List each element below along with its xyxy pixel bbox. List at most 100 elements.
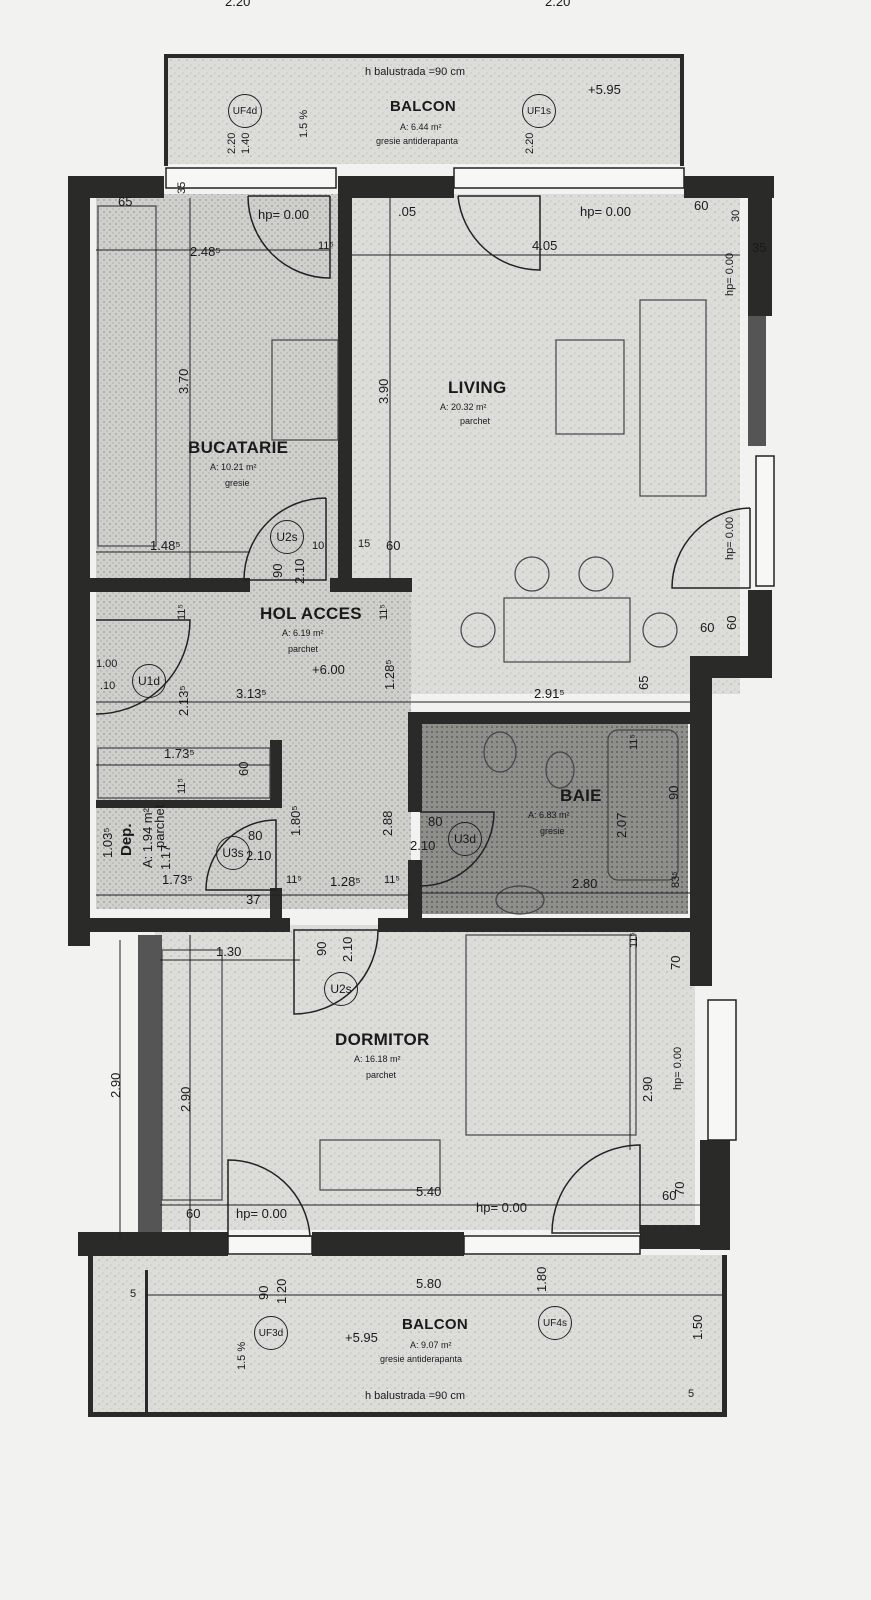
wall-bottom-right [640, 1225, 730, 1249]
dim-70a: 70 [668, 955, 683, 970]
dim-120: 1.20 [274, 1278, 289, 1304]
door-tag-uf1s: UF1s [522, 94, 556, 128]
dim-35b: 35 [752, 240, 767, 255]
walls [68, 54, 774, 1417]
dim-60e: 60 [236, 761, 251, 776]
dim-5b: 5 [688, 1388, 695, 1400]
bath-floor [420, 718, 688, 914]
dim-90a: 90 [270, 563, 285, 578]
dim-10: 10 [312, 540, 325, 552]
room-area-dormitor: A: 16.18 m² [354, 1054, 401, 1064]
living-floor [350, 194, 740, 694]
wall-dep-right [270, 740, 282, 808]
dim-280: 2.80 [572, 876, 598, 891]
dim-115f: 11⁵ [286, 874, 302, 886]
dim-105: .05 [398, 204, 417, 219]
dim-210c: 2.10 [410, 838, 436, 853]
dim-hp-bed-c: hp= 0.00 [476, 1200, 527, 1215]
dim-65: 65 [118, 194, 133, 209]
dim-291: 2.91⁵ [534, 686, 565, 701]
wall-kitchen-living [338, 194, 352, 584]
wall-left-outer [68, 176, 90, 946]
wall-right-upper [748, 176, 772, 316]
sofa [639, 299, 707, 497]
dim-210d: 2.10 [340, 936, 355, 962]
balcony-top-railing: h balustrada =90 cm [365, 66, 465, 78]
dim-128: 1.28⁵ [382, 659, 397, 690]
wall-bed-left [138, 935, 162, 1235]
window-right-bed [707, 999, 737, 1141]
hall-floor [96, 579, 411, 909]
door-tag-uf4d: UF4d [228, 94, 262, 128]
kitchen-floor [96, 194, 341, 579]
balcony-top-finish: gresie antiderapanta [376, 136, 459, 146]
door-tag-u1d: U1d [132, 664, 166, 698]
dim-248: 2.48⁵ [190, 244, 221, 259]
dim-180b: 1.80 [534, 1266, 549, 1292]
dim-180: 1.80⁵ [288, 805, 303, 836]
dim-288: 2.88 [380, 810, 395, 836]
wall-bath-top [410, 712, 692, 724]
dim-10b: .10 [100, 680, 116, 692]
dim-173b: 1.73⁵ [162, 872, 193, 887]
dim-90d: 90 [256, 1285, 271, 1300]
door-tag-uf3d: UF3d [254, 1316, 288, 1350]
room-area-bucatarie: A: 10.21 m² [210, 462, 257, 472]
dim-65b: 65 [636, 675, 651, 690]
dim-210b: 2.10 [246, 848, 272, 863]
dim-60b: 60 [386, 538, 401, 553]
dim-115g: 11⁵ [384, 874, 400, 886]
window-bottom-right [463, 1235, 641, 1255]
door-tag-u2s-kitchen: U2s [270, 520, 304, 554]
balcony-top-level: +5.95 [588, 82, 621, 97]
wall-dep-right2 [270, 888, 282, 922]
room-name-living: LIVING [448, 378, 507, 397]
dim-390: 3.90 [376, 378, 391, 404]
bedroom-floor [155, 925, 695, 1230]
storage-cabinet [97, 747, 271, 799]
balcony-top-h220: 2.20 [226, 132, 238, 154]
dim-290c: 2.90 [640, 1076, 655, 1102]
room-finish-bucatarie: gresie [225, 478, 250, 488]
bed [465, 934, 637, 1136]
wall-right-bath [690, 656, 712, 986]
dim-213: 2.13⁵ [176, 685, 191, 716]
desk [319, 1139, 441, 1191]
wall-hall-bottom-l [90, 918, 290, 932]
windows [165, 167, 775, 1255]
dim-580: 5.80 [416, 1276, 442, 1291]
door-swing-bed-balcony-r [551, 1144, 641, 1234]
dim-60c: 60 [700, 620, 715, 635]
room-area-living: A: 20.32 m² [440, 402, 487, 412]
wall-bath-left-a [408, 712, 422, 812]
dining-chair-4 [642, 612, 678, 648]
dim-115a: 11⁵ [318, 240, 334, 252]
dim-290b: 2.90 [178, 1086, 193, 1112]
balcony-bottom-finish: gresie antiderapanta [380, 1354, 463, 1364]
balcony-bottom-rail [90, 1412, 725, 1417]
balcony-top-slope: 1.5 % [298, 109, 310, 138]
wall-bottom-mid [312, 1232, 464, 1256]
furniture [97, 205, 707, 1201]
balcony-bottom-right-rail [722, 1255, 727, 1417]
dim-90c: 90 [314, 941, 329, 956]
door-swing-bed-balcony-l [227, 1159, 311, 1237]
room-area-baie: A: 6.83 m² [528, 810, 570, 820]
door-tag-u3s: U3s [216, 836, 250, 870]
room-name-baie: BAIE [560, 786, 602, 805]
door-swing-living-right [671, 507, 751, 589]
dim-405: 4.05 [532, 238, 558, 253]
toilet [495, 885, 545, 915]
wardrobe [161, 949, 223, 1201]
dim-60a: 60 [694, 198, 709, 213]
dim-313: 3.13⁵ [236, 686, 267, 701]
balcony-top-rail [166, 54, 682, 58]
door-tag-u3d: U3d [448, 822, 482, 856]
dim-60d: 60 [724, 615, 739, 630]
dim-115b: 11⁵ [176, 604, 188, 620]
dim-15: 15 [358, 538, 371, 550]
dim-370: 3.70 [176, 368, 191, 394]
balcony-bottom-railing: h balustrada =90 cm [365, 1390, 465, 1402]
dim-148: 1.48⁵ [150, 538, 181, 553]
